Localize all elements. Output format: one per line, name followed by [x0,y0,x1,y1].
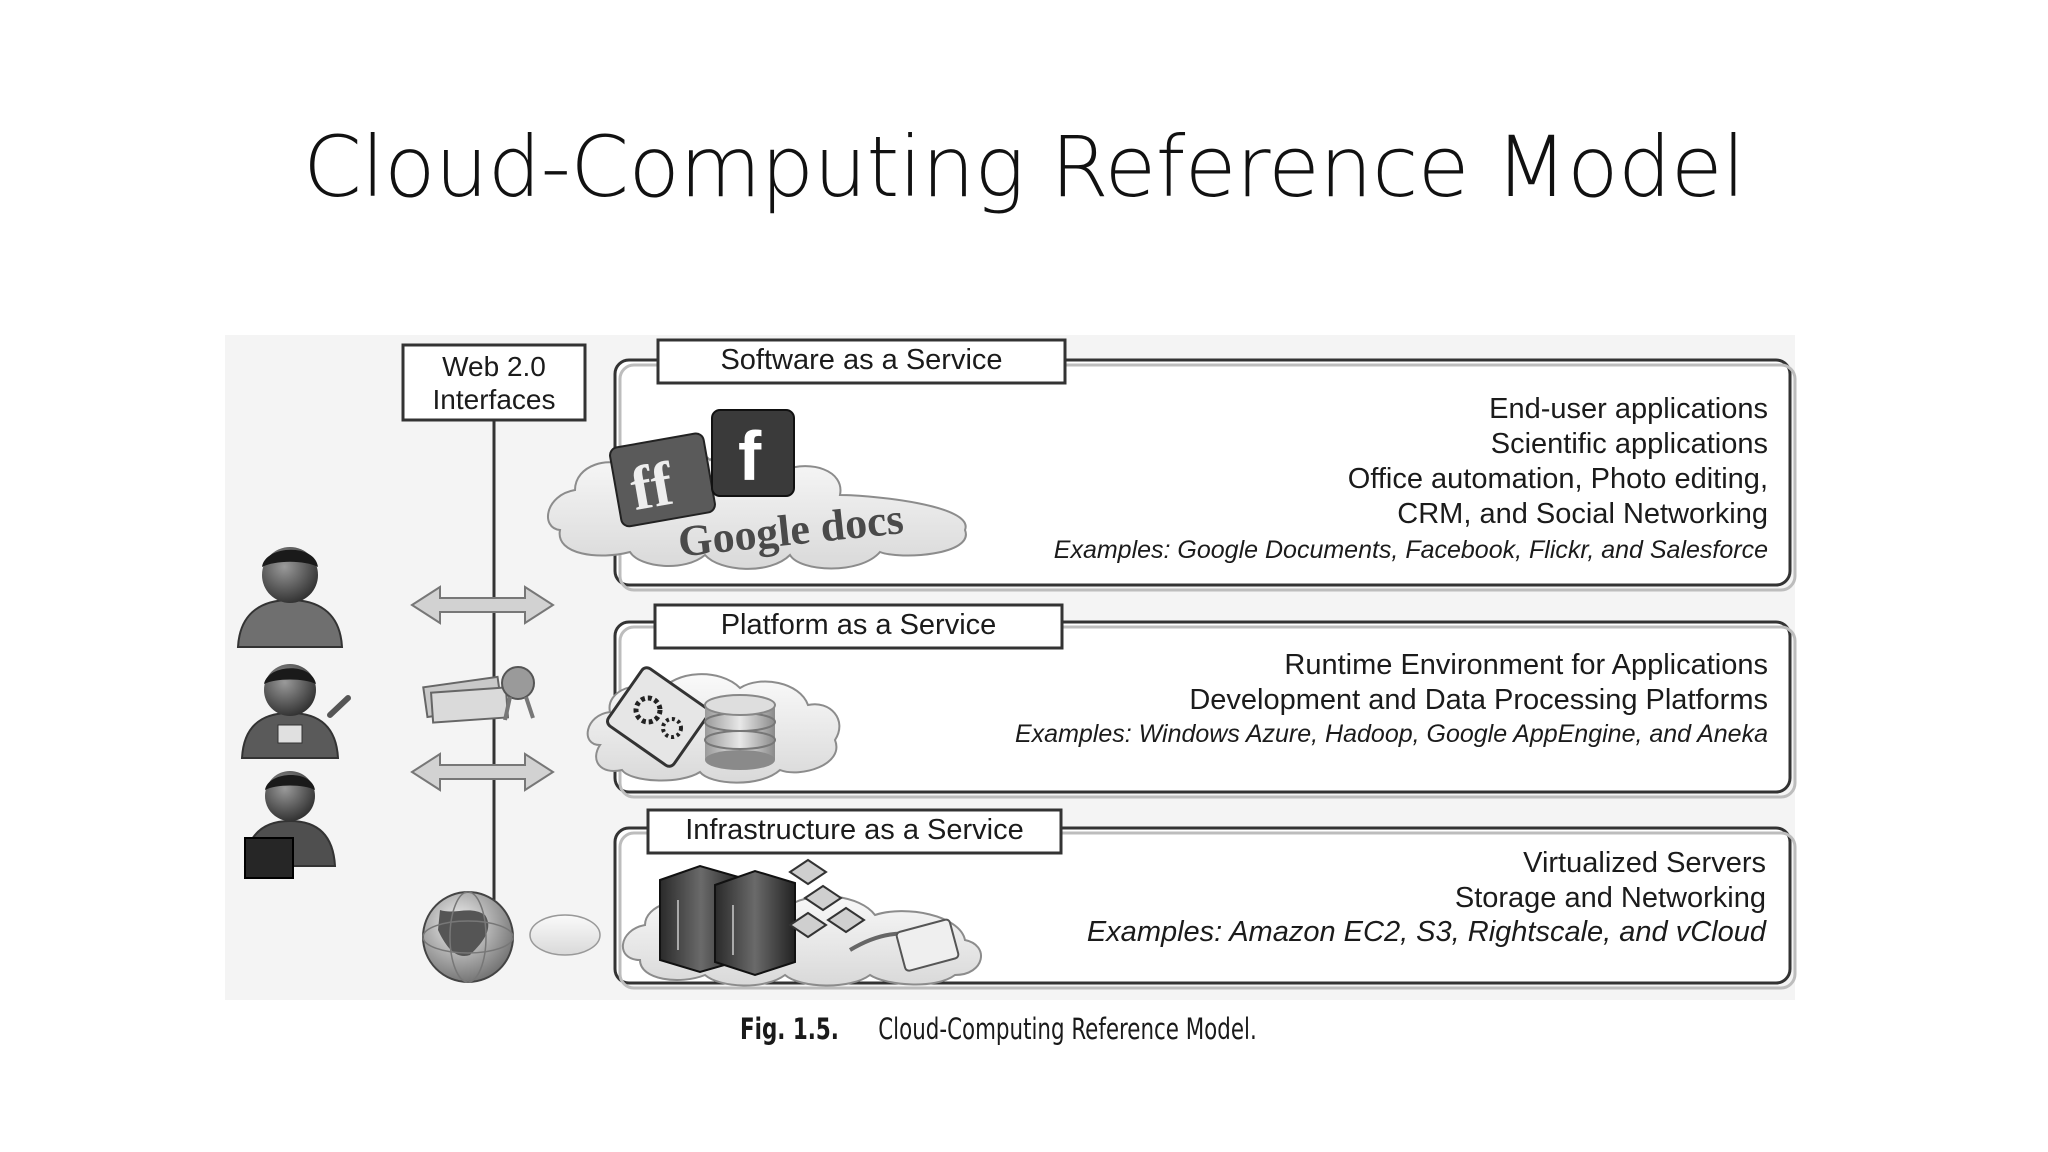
user-icon [243,771,337,879]
iaas-line: Storage and Networking [1454,882,1766,914]
iaas-description: Virtualized Servers Storage and Networki… [1455,846,1766,916]
figure-number: Fig. 1.5. [740,1012,839,1046]
web-interfaces-line1: Web 2.0 [442,351,546,382]
web-interfaces-line2: Interfaces [432,384,556,415]
saas-line: CRM, and Social Networking [1397,498,1768,530]
web-interfaces-box [401,343,587,422]
paas-examples: Examples: Windows Azure, Hadoop, Google … [1014,720,1768,748]
paas-line: Development and Data Processing Platform… [1189,684,1768,716]
iaas-tab-label: Infrastructure as a Service [685,814,1024,846]
saas-cloud-icon: ff f Google docs [547,409,967,570]
facebook-icon: f [711,409,795,497]
web-interfaces-label: Web 2.0 Interfaces [403,350,585,416]
iaas-examples: Examples: Amazon EC2, S3, Rightscale, an… [1086,916,1766,948]
user-icon [236,547,344,648]
saas-line: Office automation, Photo editing, [1347,463,1768,495]
iaas-panel-shadow [618,831,1797,990]
figure-caption: Fig. 1.5. Cloud-Computing Reference Model… [740,1012,1257,1046]
saas-tab [656,338,1067,385]
iaas-tab [646,808,1063,855]
page-title: Cloud-Computing Reference Model [303,118,1745,216]
svg-text:f: f [738,417,762,495]
double-arrow-icon [410,585,555,625]
saas-examples: Examples: Google Documents, Facebook, Fl… [1053,536,1768,564]
database-icon [704,694,776,770]
server-icon [659,864,796,977]
vm-icons [788,858,866,939]
flickr-icon: ff [609,432,716,528]
paas-line: Runtime Environment for Applications [1284,649,1768,681]
iaas-cloud-icon [622,858,982,987]
globe-icon [422,891,601,983]
paas-description: Runtime Environment for Applications Dev… [1189,648,1768,718]
double-arrow-icon [410,752,555,792]
paas-tab [653,603,1064,650]
gears-icon [606,666,710,768]
saas-line: End-user applications [1489,393,1768,425]
saas-tab-label: Software as a Service [720,344,1003,376]
paas-tab-label: Platform as a Service [720,609,997,641]
paas-cloud-icon [586,666,841,784]
user-icon [240,664,351,759]
saas-description: End-user applications Scientific applica… [1348,392,1768,532]
iaas-line: Virtualized Servers [1523,847,1766,879]
network-cable-icon [848,918,960,972]
saas-line: Scientific applications [1490,428,1768,460]
money-icon [422,666,535,724]
figure-caption-text: Cloud-Computing Reference Model. [878,1012,1257,1046]
